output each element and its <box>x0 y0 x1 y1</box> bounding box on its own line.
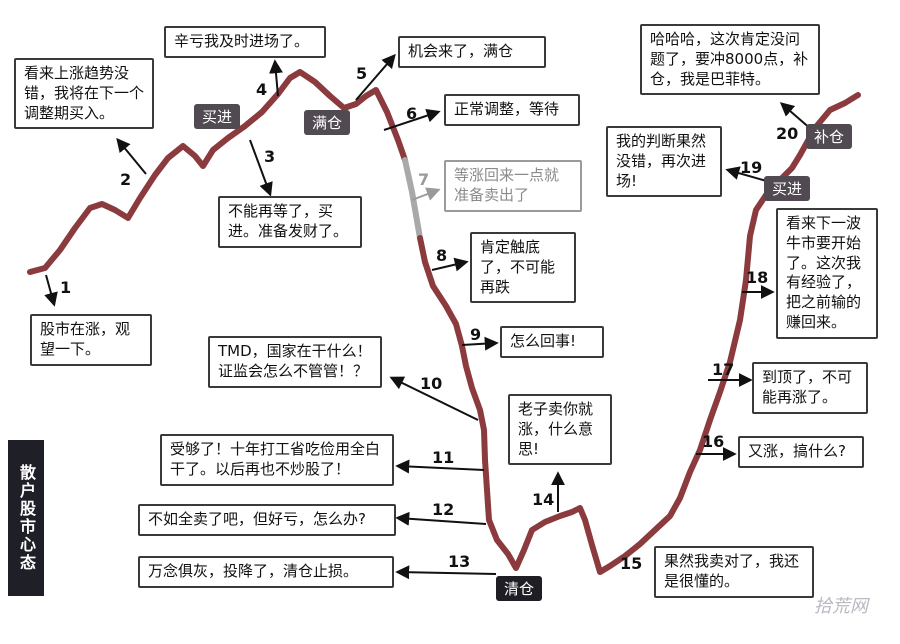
arrow-13 <box>395 565 497 580</box>
note-11: 受够了！十年打工省吃俭用全白干了。以后再也不炒股了！ <box>160 434 394 486</box>
tag-clear-position: 清仓 <box>496 576 543 601</box>
arrow-8 <box>431 257 469 272</box>
step-number: 3 <box>264 147 276 166</box>
note-12: 不如全卖了吧，但好亏，怎么办? <box>138 504 396 536</box>
note-16: 又涨，搞什么? <box>738 436 864 468</box>
diagram-title: 散户股市心态 <box>8 440 44 596</box>
step-number: 15 <box>620 554 643 573</box>
market-curve <box>27 69 408 275</box>
note-14: 老子卖你就涨，什么意思! <box>508 394 612 466</box>
note-15: 果然我卖对了，我还是很懂的。 <box>654 546 814 598</box>
step-number: 10 <box>420 374 443 393</box>
step-number: 19 <box>740 158 763 177</box>
step-number: 16 <box>702 432 725 451</box>
watermark: 拾荒网 <box>814 596 868 617</box>
step-number: 14 <box>532 490 555 509</box>
step-number: 17 <box>712 360 735 379</box>
note-19: 我的判断果然没错，再次进场! <box>606 126 722 198</box>
step-number: 7 <box>418 170 430 189</box>
tag-buy: 买进 <box>194 104 241 129</box>
arrow-12 <box>395 511 487 526</box>
note-6: 正常调整，等待 <box>444 94 580 126</box>
arrow-3 <box>249 139 273 197</box>
arrow-6 <box>383 108 441 131</box>
note-1: 股市在涨，观望一下。 <box>30 314 152 366</box>
arrow-5 <box>355 53 396 101</box>
arrow-2 <box>116 137 147 175</box>
tag-buy: 买进 <box>764 176 811 201</box>
step-number: 12 <box>432 500 455 519</box>
note-7: 等涨回来一点就准备卖出了 <box>444 160 582 212</box>
step-number: 8 <box>436 246 448 265</box>
note-17: 到顶了，不可能再涨了。 <box>752 362 868 414</box>
arrow-19 <box>725 166 771 183</box>
step-number: 11 <box>432 448 455 467</box>
market-curve-faded <box>402 157 423 241</box>
note-3: 不能再等了，买进。准备发财了。 <box>218 196 362 248</box>
step-number: 4 <box>256 80 268 99</box>
step-number: 20 <box>776 124 799 143</box>
step-number: 6 <box>406 104 418 123</box>
arrow-7 <box>411 187 441 201</box>
note-13: 万念俱灰，投降了，清仓止损。 <box>138 556 394 588</box>
step-number: 9 <box>470 325 482 344</box>
note-8: 肯定触底了，不可能再跌 <box>470 232 576 304</box>
arrow-1 <box>44 274 58 307</box>
arrow-9 <box>461 336 499 351</box>
arrow-11 <box>395 459 485 474</box>
note-2: 看来上涨趋势没错，我将在下一个调整期买入。 <box>14 58 154 130</box>
tag-full-position: 满仓 <box>304 110 351 135</box>
step-number: 13 <box>448 552 471 571</box>
arrow-10 <box>389 376 479 421</box>
step-number: 5 <box>356 64 368 83</box>
note-4: 辛亏我及时进场了。 <box>164 26 326 58</box>
note-9: 怎么回事! <box>500 326 604 358</box>
note-18: 看来下一波牛市要开始了。这次我有经验了，把之前输的赚回来。 <box>776 208 878 339</box>
note-10: TMD，国家在干什么！证监会怎么不管管！？ <box>208 336 382 388</box>
step-number: 1 <box>60 278 72 297</box>
note-5: 机会来了，满仓 <box>398 36 546 68</box>
arrow-4 <box>269 59 283 97</box>
tag-add-position: 补仓 <box>806 124 853 149</box>
note-20: 哈哈哈，这次肯定没问题了，要冲8000点，补仓，我是巴菲特。 <box>640 24 820 96</box>
market-curve-lower <box>417 92 861 575</box>
step-number: 18 <box>746 268 769 287</box>
step-number: 2 <box>120 170 132 189</box>
